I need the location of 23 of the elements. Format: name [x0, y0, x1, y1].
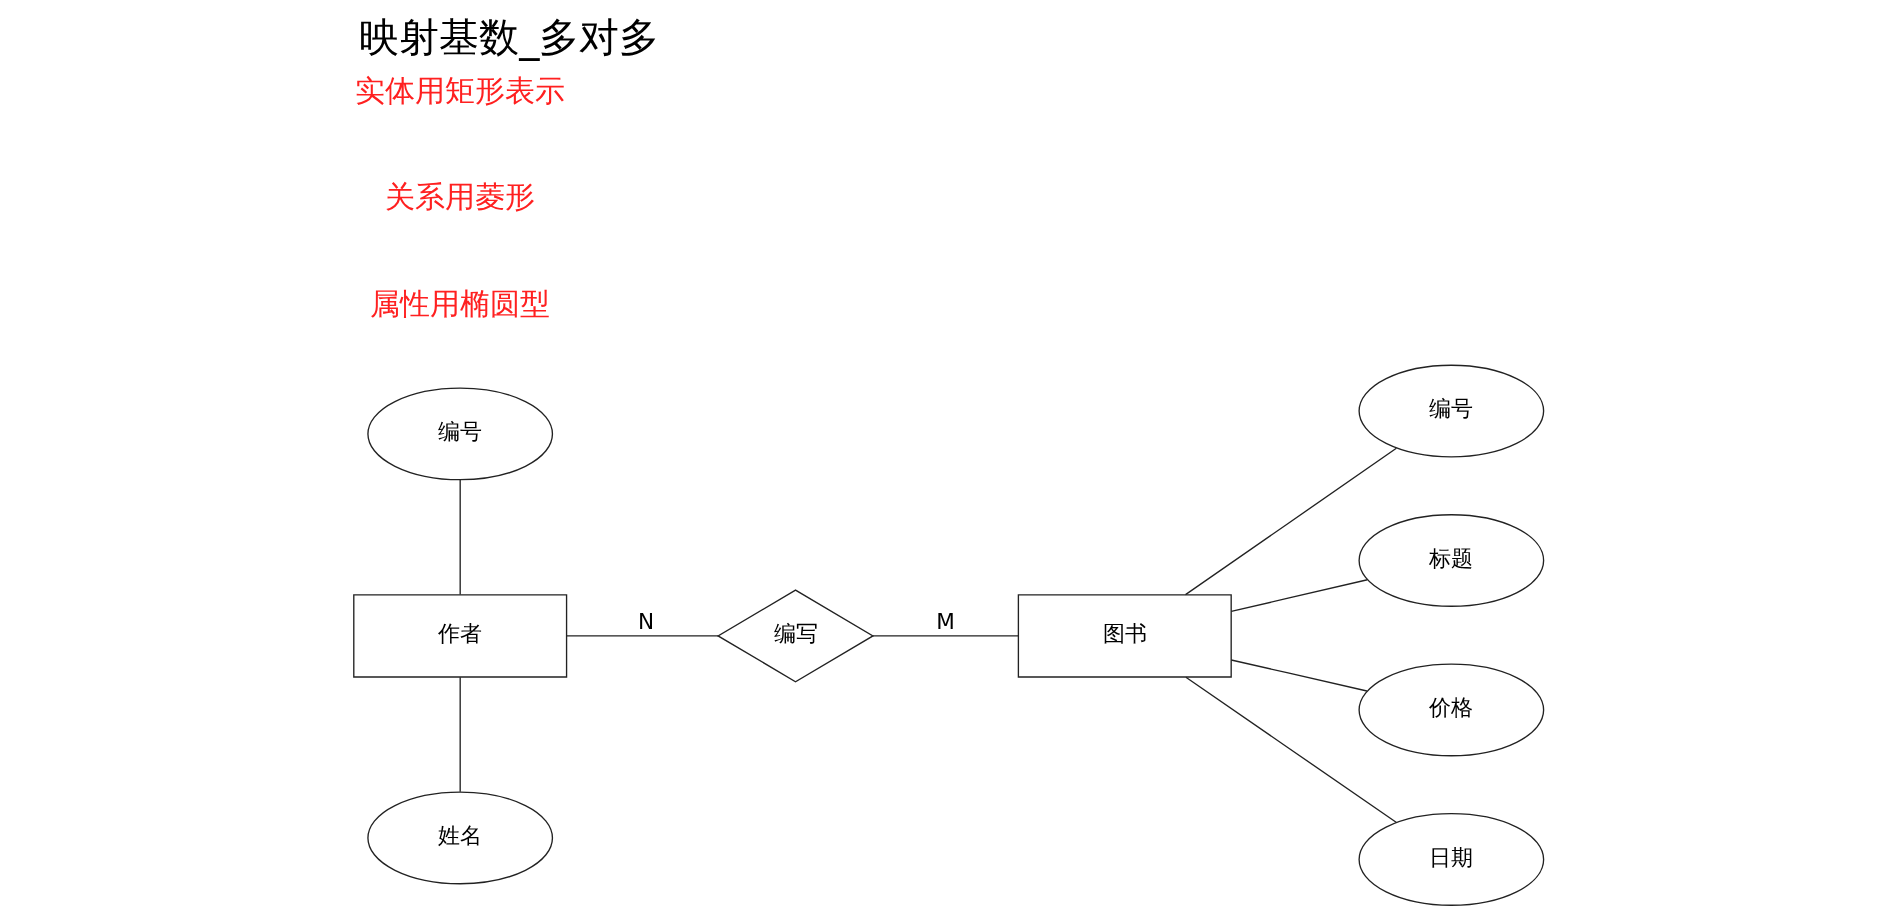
- connector: [1185, 676, 1398, 824]
- connector: [1230, 659, 1368, 692]
- node-ellipse: 标题: [1358, 514, 1545, 607]
- node-box: 作者: [353, 594, 568, 678]
- connector: [459, 479, 461, 596]
- edge-label: M: [936, 608, 955, 634]
- label: 属性用椭圆型: [370, 286, 551, 321]
- node-ellipse: 编号: [1358, 364, 1545, 458]
- label: 实体用矩形表示: [355, 73, 566, 108]
- node-ellipse: 价格: [1358, 663, 1545, 757]
- connector: [459, 676, 461, 793]
- connector: [566, 635, 719, 637]
- connector: [1184, 447, 1398, 596]
- connector: [1230, 579, 1369, 613]
- diagram-title: 映射基数_多对多: [359, 13, 660, 62]
- node-ellipse: 编号: [367, 387, 554, 481]
- node-ellipse: 姓名: [367, 791, 554, 885]
- edge-label: N: [637, 608, 655, 634]
- connector: [872, 635, 1019, 637]
- node-ellipse: 日期: [1358, 813, 1545, 906]
- label: 关系用菱形: [385, 180, 536, 215]
- node-diamond: 编写: [716, 589, 875, 683]
- node-box: 图书: [1017, 594, 1232, 678]
